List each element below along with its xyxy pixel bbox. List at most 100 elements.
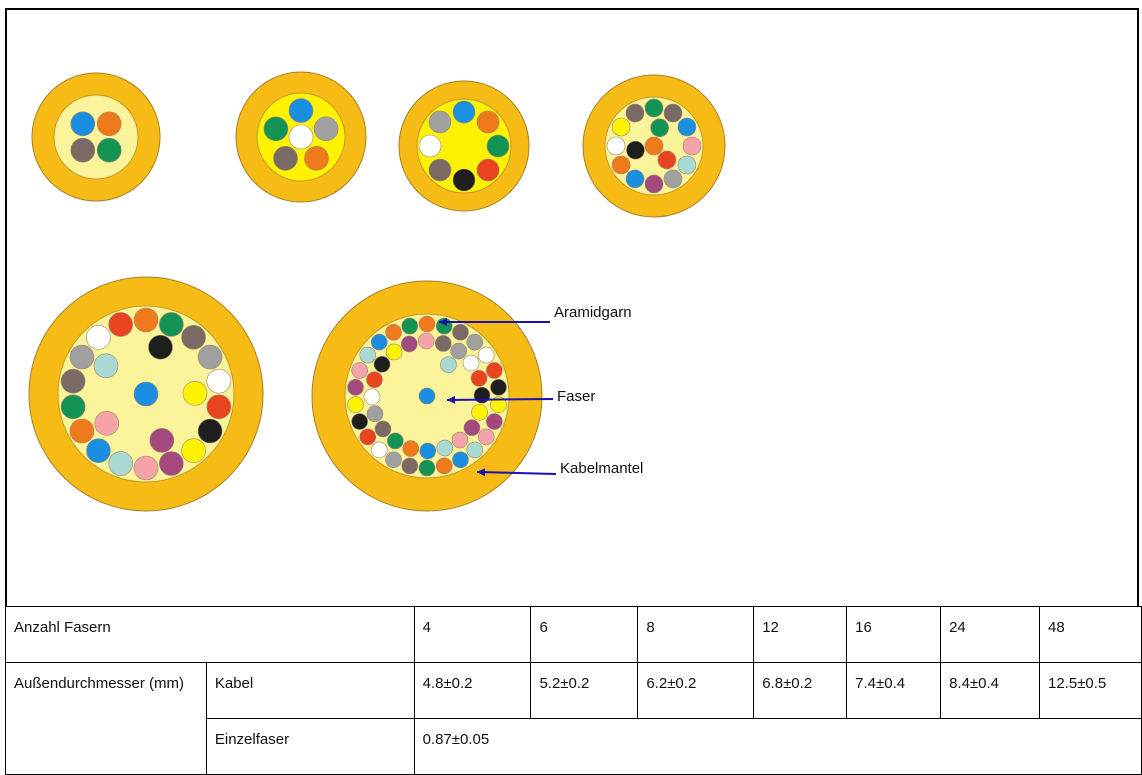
fiber xyxy=(434,335,452,352)
callout-arrow xyxy=(476,471,557,475)
fiber xyxy=(401,317,419,335)
fiber xyxy=(366,371,383,389)
fiber xyxy=(452,100,476,124)
fiber xyxy=(133,307,159,333)
fiber xyxy=(86,325,111,350)
cable-diameter-cell: 4.8±0.2 xyxy=(413,662,532,719)
fiber xyxy=(419,442,437,460)
fiber xyxy=(86,438,111,463)
fiber xyxy=(133,455,159,481)
fiber xyxy=(418,134,442,158)
fiber xyxy=(133,381,159,407)
fiber xyxy=(606,136,626,156)
fiber xyxy=(462,354,480,372)
fiber xyxy=(93,353,119,379)
fiber-count-cell: 6 xyxy=(530,606,639,663)
fiber xyxy=(657,150,677,170)
arrowhead xyxy=(477,468,486,477)
fiber xyxy=(486,362,503,379)
cable-diagram-frame: Aramidgarn Faser Kabelmantel xyxy=(5,8,1139,606)
cable-diameter-cell: 6.8±0.2 xyxy=(753,662,848,719)
fiber xyxy=(677,117,697,137)
fiber xyxy=(417,332,435,350)
fiber xyxy=(385,323,402,341)
fiber xyxy=(450,342,467,360)
fiber xyxy=(436,439,454,457)
fiber xyxy=(470,369,488,387)
fiber xyxy=(181,438,206,463)
aramid-yarn xyxy=(53,94,139,180)
fiber xyxy=(206,368,232,394)
fiber xyxy=(96,111,122,137)
fiber-count-cell: 24 xyxy=(940,606,1040,663)
fiber xyxy=(476,110,500,134)
fiber xyxy=(366,405,384,423)
cable-diameter-cell: 8.4±0.4 xyxy=(940,662,1040,719)
fiber xyxy=(359,428,377,446)
fiber xyxy=(94,411,120,436)
fiber xyxy=(644,174,664,194)
fiber xyxy=(400,335,418,353)
fiber xyxy=(625,103,645,123)
fiber xyxy=(197,344,223,370)
fiber xyxy=(351,362,368,379)
row-cable-diameter: Außendurchmesser (mm) Kabel 4.8±0.2 5.2±… xyxy=(5,662,1142,775)
arrowhead xyxy=(439,318,447,326)
fiber xyxy=(677,155,697,175)
row-fiber-count: Anzahl Fasern 4 6 8 12 16 24 48 xyxy=(5,606,1142,663)
fiber xyxy=(347,379,364,396)
fiber xyxy=(435,457,453,475)
fiber xyxy=(471,403,488,421)
cable-spec-table: Anzahl Fasern 4 6 8 12 16 24 48 Außendur… xyxy=(5,606,1142,775)
label-single-fiber: Einzelfaser xyxy=(205,718,415,775)
callout-arrow xyxy=(446,398,554,401)
fiber xyxy=(108,312,133,337)
cable-diameter-cell: 5.2±0.2 xyxy=(530,662,639,719)
fiber xyxy=(486,413,503,430)
fiber xyxy=(440,356,457,373)
fiber xyxy=(625,169,645,189)
fiber xyxy=(288,98,314,123)
fiber xyxy=(108,451,133,476)
callout-aramid-yarn: Aramidgarn xyxy=(554,304,632,321)
fiber xyxy=(385,343,403,361)
fiber xyxy=(418,387,436,405)
fiber xyxy=(418,315,436,333)
fiber xyxy=(476,158,500,182)
fiber xyxy=(373,356,391,373)
fiber xyxy=(197,418,223,444)
fiber xyxy=(490,396,507,413)
fiber xyxy=(463,419,481,436)
fiber xyxy=(69,418,95,444)
fiber xyxy=(402,440,420,457)
fiber xyxy=(60,368,86,394)
fiber xyxy=(490,379,507,396)
fiber xyxy=(148,334,173,360)
cable-diameter-cell: 6.2±0.2 xyxy=(637,662,755,719)
fiber xyxy=(288,124,314,150)
callout-cable-jacket: Kabelmantel xyxy=(560,460,644,477)
fiber xyxy=(347,396,364,413)
fiber xyxy=(206,394,232,420)
fiber-count-cell: 48 xyxy=(1039,606,1142,663)
fiber xyxy=(182,381,208,406)
fiber xyxy=(626,140,645,160)
fiber xyxy=(451,431,469,449)
fiber xyxy=(385,451,402,469)
fiber xyxy=(370,441,388,459)
fiber xyxy=(263,116,289,142)
fiber xyxy=(611,117,631,137)
fiber xyxy=(273,146,298,171)
fiber xyxy=(428,110,452,134)
fiber xyxy=(663,103,683,123)
fiber xyxy=(452,451,469,469)
fiber xyxy=(477,428,495,446)
fiber-count-cell: 8 xyxy=(637,606,755,663)
fiber-count-cell: 12 xyxy=(753,606,848,663)
fiber xyxy=(149,428,175,453)
fiber xyxy=(363,388,381,406)
fiber xyxy=(70,137,96,163)
callout-fiber: Faser xyxy=(557,388,596,405)
fiber xyxy=(486,134,510,158)
fiber xyxy=(611,155,631,175)
